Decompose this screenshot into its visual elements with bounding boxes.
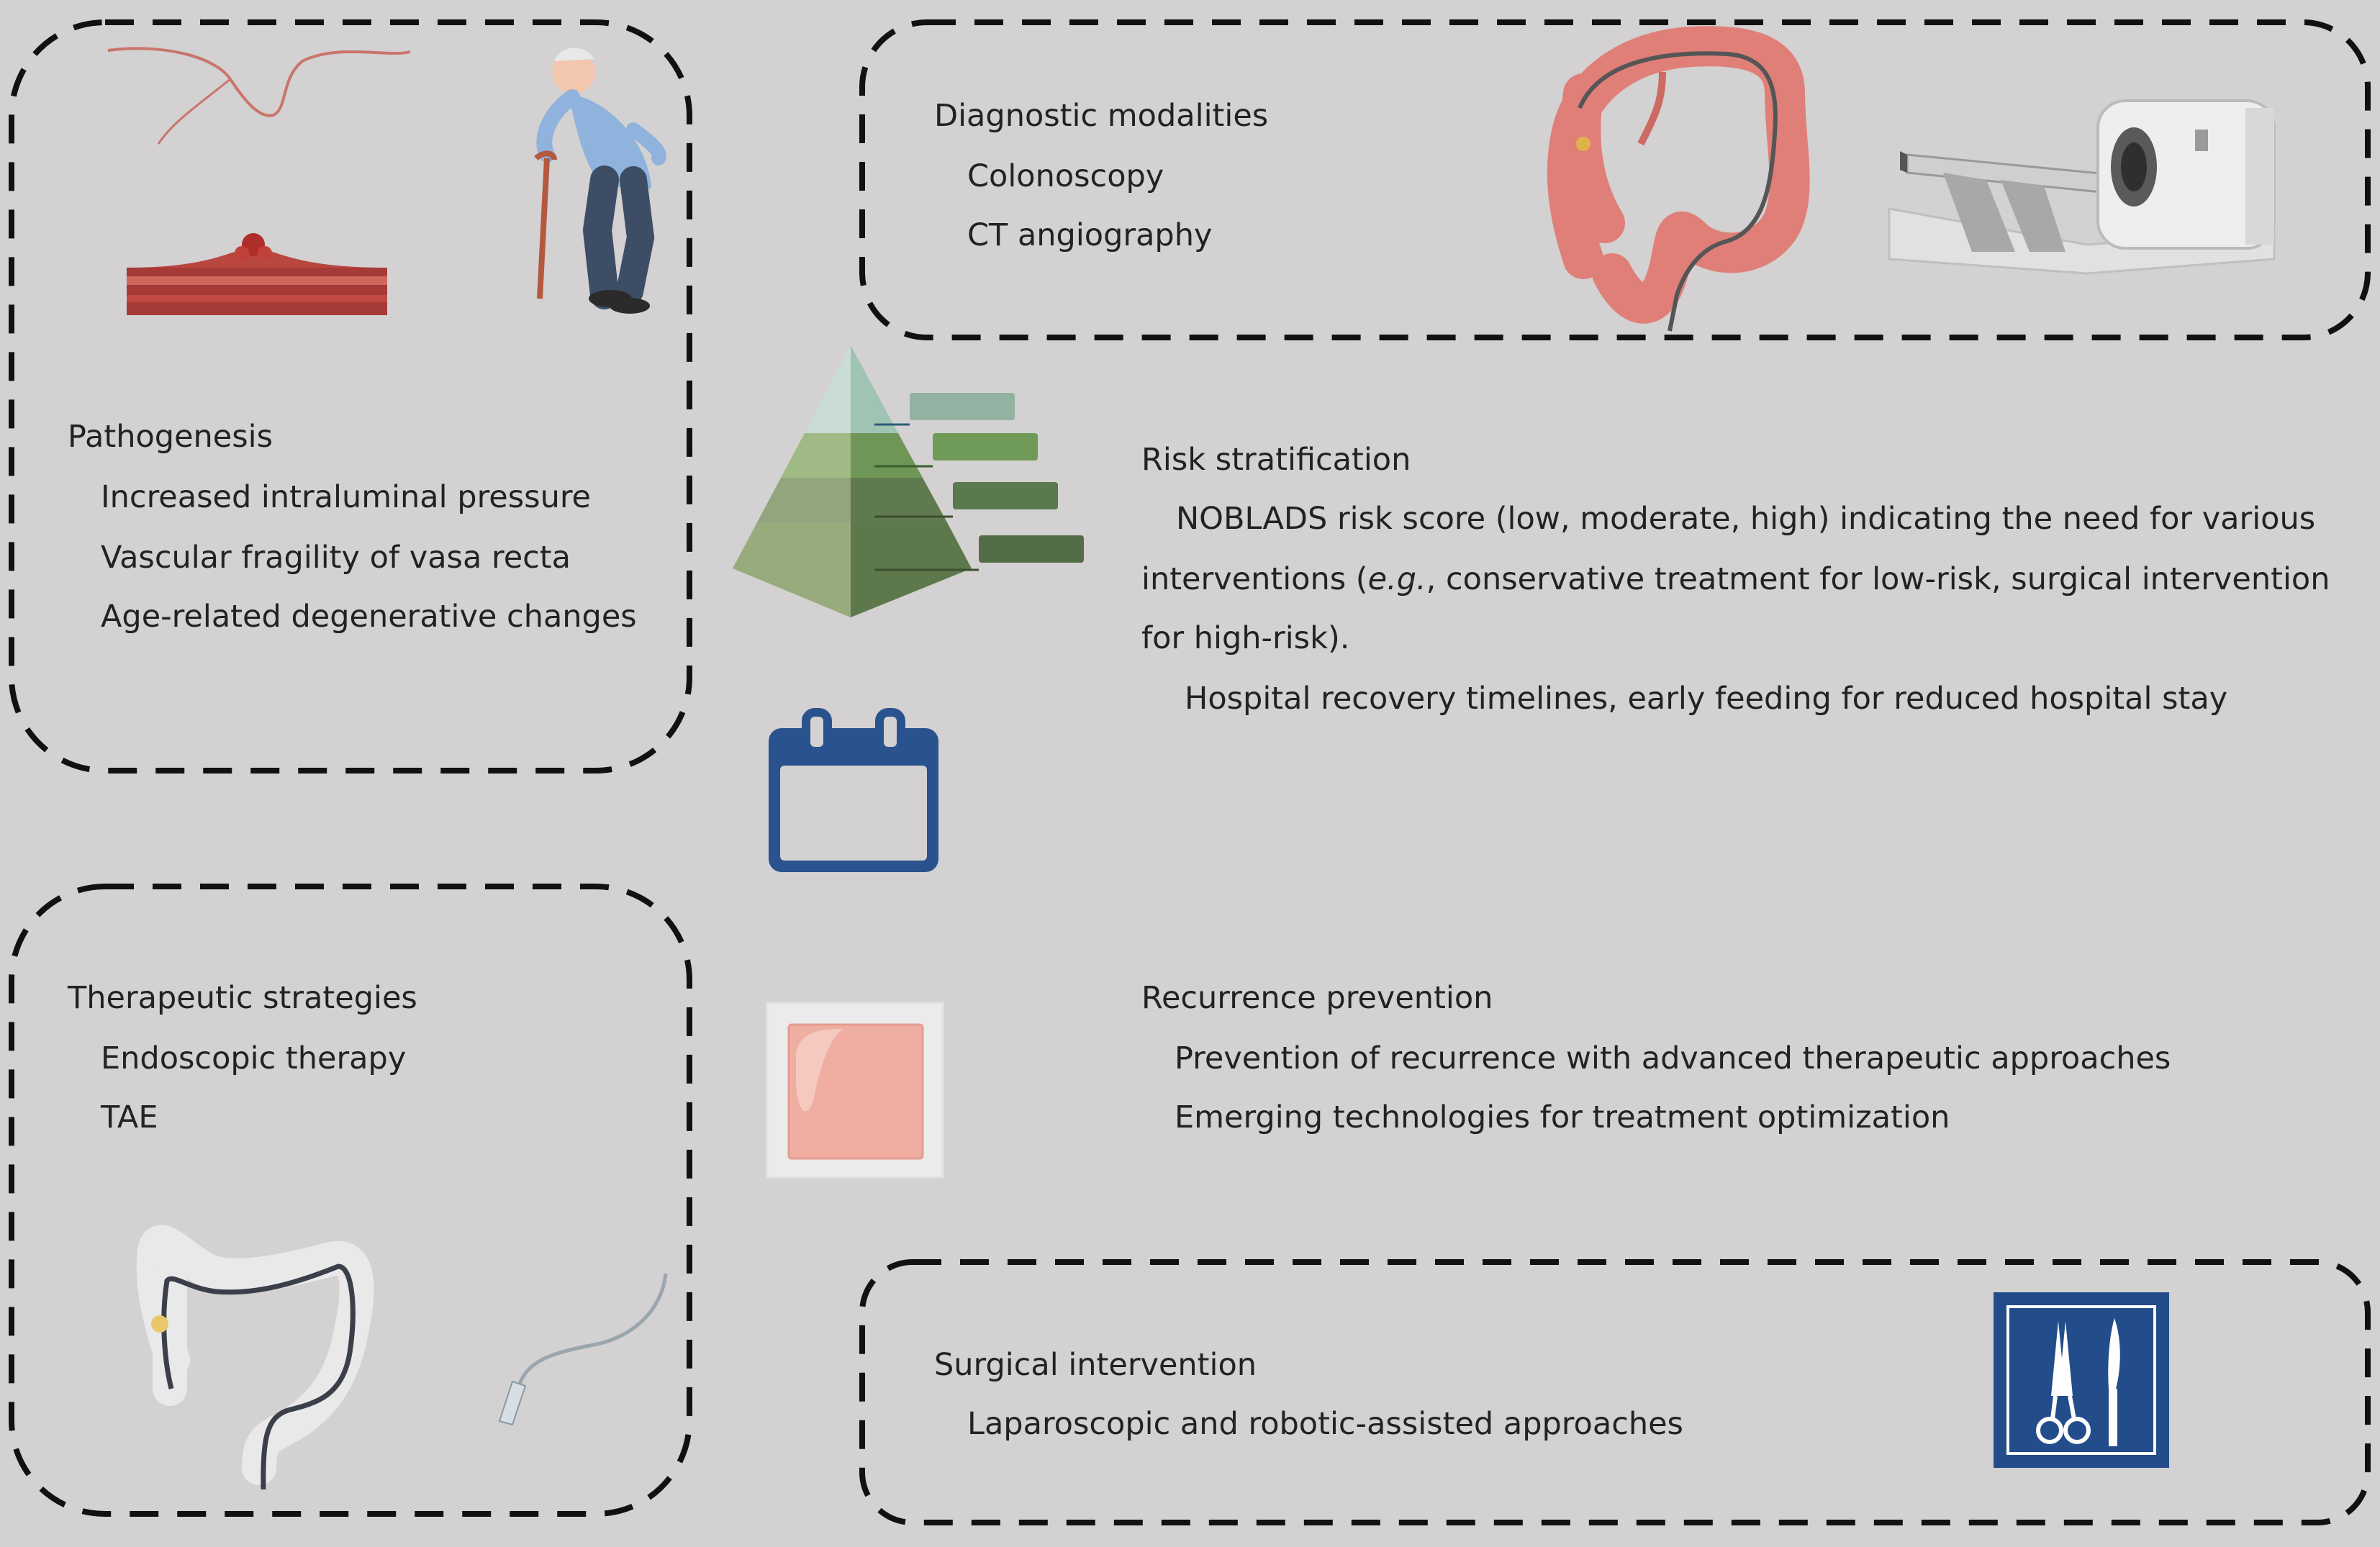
therapeutic-item-1: Endoscopic therapy <box>101 1040 407 1076</box>
recurrence-item-1: Prevention of recurrence with advanced t… <box>1175 1040 2171 1076</box>
surgical-instruments-icon <box>1994 1292 2169 1468</box>
patch-icon <box>766 1002 944 1179</box>
blood-vessel-icon <box>107 47 411 145</box>
ct-scanner-icon <box>1888 99 2276 275</box>
diagnostic-title: Diagnostic modalities <box>934 98 1269 134</box>
diagnostic-item-1: Colonoscopy <box>967 158 1164 194</box>
surgical-frame <box>859 1259 2371 1525</box>
diverticulum-icon <box>127 233 387 315</box>
risk-title: Risk stratification <box>1141 442 1411 478</box>
risk-line-4: Hospital recovery timelines, early feedi… <box>1185 681 2228 717</box>
pathogenesis-item-2: Vascular fragility of vasa recta <box>101 540 571 576</box>
therapeutic-title: Therapeutic strategies <box>68 980 417 1016</box>
surgical-title: Surgical intervention <box>934 1347 1257 1383</box>
risk-line-3: for high-risk). <box>1141 620 1350 656</box>
surgical-item-1: Laparoscopic and robotic-assisted approa… <box>967 1406 1683 1442</box>
elderly-person-icon <box>534 47 666 314</box>
therapeutic-item-2: TAE <box>101 1099 158 1135</box>
diagnostic-item-2: CT angiography <box>967 217 1213 253</box>
colon-catheter-icon <box>136 1225 374 1490</box>
risk-line-1: NOBLADS risk score (low, moderate, high)… <box>1176 501 2316 537</box>
calendar-icon <box>769 708 938 872</box>
therapeutic-frame <box>9 884 692 1517</box>
recurrence-title: Recurrence prevention <box>1141 980 1493 1016</box>
colon-endoscope-icon <box>1547 26 1810 332</box>
catheter-icon <box>498 1273 668 1426</box>
recurrence-item-2: Emerging technologies for treatment opti… <box>1175 1099 1950 1135</box>
risk-line-2: interventions (e.g., conservative treatm… <box>1141 561 2330 597</box>
pathogenesis-item-3: Age-related degenerative changes <box>101 599 637 635</box>
pathogenesis-item-1: Increased intraluminal pressure <box>101 479 592 515</box>
pathogenesis-frame <box>9 19 692 774</box>
risk-eg: e.g. <box>1367 561 1426 597</box>
diagnostic-frame <box>859 19 2371 340</box>
pathogenesis-title: Pathogenesis <box>68 419 273 455</box>
risk-pyramid-icon <box>733 345 1084 617</box>
